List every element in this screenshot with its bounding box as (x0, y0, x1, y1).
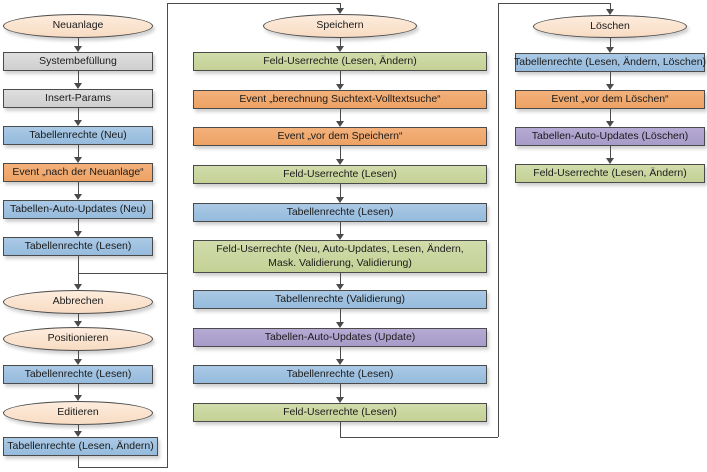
arrow-line (340, 384, 341, 397)
arrow-line (78, 384, 79, 395)
arrowhead-down-icon (336, 284, 344, 290)
node-systembefuellung: Systembefüllung (3, 52, 153, 71)
node-loeschen: Löschen (533, 15, 687, 38)
connector-middle-to-right-v1 (340, 422, 341, 437)
arrow-line (340, 109, 341, 121)
connector-left-to-middle-h (78, 273, 167, 274)
arrow-line (340, 309, 341, 322)
arrow-line (340, 38, 341, 46)
arrow-line (340, 273, 341, 284)
arrowhead-down-icon (336, 322, 344, 328)
node-positionieren: Positionieren (3, 327, 153, 351)
arrowhead-down-icon (336, 359, 344, 365)
arrowhead-down-icon (336, 84, 344, 90)
arrow-line (340, 222, 341, 234)
arrowhead-down-icon (606, 84, 614, 90)
node-tabellen-auto-updates-loeschen: Tabellen-Auto-Updates (Löschen) (515, 127, 705, 146)
arrowhead-down-icon (606, 9, 614, 15)
arrowhead-down-icon (336, 46, 344, 52)
connector-middle-to-right-v2 (498, 3, 499, 437)
arrow-line (78, 351, 79, 359)
arrowhead-down-icon (74, 359, 82, 365)
node-tabellenrechte-lesen-4: Tabellenrechte (Lesen) (193, 365, 487, 384)
arrowhead-down-icon (74, 157, 82, 163)
arrowhead-down-icon (336, 234, 344, 240)
node-tabellenrechte-lesen-3: Tabellenrechte (Lesen) (193, 203, 487, 222)
node-feld-userrechte-lesen-aendern-2: Feld-Userrechte (Lesen, Ändern) (515, 164, 705, 183)
node-tabellenrechte-lesen-1: Tabellenrechte (Lesen) (3, 237, 153, 256)
arrow-line (78, 182, 79, 194)
connector-left-bottom-h (78, 467, 167, 468)
node-tabellen-auto-updates-neu: Tabellen-Auto-Updates (Neu) (3, 200, 153, 219)
arrowhead-down-icon (74, 431, 82, 437)
node-insert-params: Insert-Params (3, 89, 153, 108)
node-abbrechen: Abbrechen (3, 290, 153, 314)
arrowhead-down-icon (74, 46, 82, 52)
arrow-line (340, 3, 341, 8)
arrow-line (78, 38, 79, 46)
arrowhead-down-icon (336, 397, 344, 403)
node-feld-userrechte-voll: Feld-Userrechte (Neu, Auto-Updates, Lese… (193, 240, 487, 273)
arrowhead-down-icon (74, 231, 82, 237)
arrowhead-down-icon (606, 47, 614, 53)
arrowhead-down-icon (74, 120, 82, 126)
node-tabellenrechte-neu: Tabellenrechte (Neu) (3, 126, 153, 145)
arrowhead-down-icon (606, 121, 614, 127)
connector-left-to-middle-v (167, 3, 168, 468)
node-feld-userrechte-lesen-2: Feld-Userrechte (Lesen) (193, 403, 487, 422)
node-event-nach-der-neuanlage: Event „nach der Neuanlage“ (3, 163, 153, 182)
arrowhead-down-icon (74, 194, 82, 200)
node-event-berechnung-suchtext: Event „berechnung Suchtext-Volltextsuche… (193, 90, 487, 109)
arrowhead-down-icon (336, 8, 344, 14)
arrowhead-down-icon (606, 158, 614, 164)
arrow-line (340, 71, 341, 84)
connector-left-bottom-v (78, 456, 79, 468)
node-tabellenrechte-lesen-aendern-loeschen: Tabellenrechte (Lesen, Ändern, Löschen) (514, 53, 706, 72)
node-editieren: Editieren (3, 401, 153, 425)
arrowhead-down-icon (74, 284, 82, 290)
arrowhead-down-icon (336, 159, 344, 165)
arrow-line (78, 425, 79, 431)
node-event-vor-dem-speichern: Event „vor dem Speichern“ (193, 127, 487, 146)
arrow-line (610, 38, 611, 47)
arrow-line (610, 72, 611, 84)
connector-middle-to-right-top-h (498, 3, 610, 4)
node-tabellen-auto-updates-update: Tabellen-Auto-Updates (Update) (193, 328, 487, 347)
arrow-line (340, 347, 341, 359)
arrowhead-down-icon (74, 395, 82, 401)
node-tabellenrechte-lesen-2: Tabellenrechte (Lesen) (3, 365, 153, 384)
node-event-vor-dem-loeschen: Event „vor dem Löschen“ (515, 90, 705, 109)
arrowhead-down-icon (74, 83, 82, 89)
arrow-line (610, 3, 611, 9)
arrow-line (78, 145, 79, 157)
arrow-line (78, 256, 79, 284)
arrow-line (610, 146, 611, 158)
node-tabellenrechte-validierung: Tabellenrechte (Validierung) (193, 290, 487, 309)
arrowhead-down-icon (336, 197, 344, 203)
arrow-line (78, 108, 79, 120)
arrow-line (610, 109, 611, 121)
connector-middle-to-right-h1 (340, 437, 498, 438)
node-feld-userrechte-lesen-1: Feld-Userrechte (Lesen) (193, 165, 487, 184)
node-feld-userrechte-lesen-aendern: Feld-Userrechte (Lesen, Ändern) (193, 52, 487, 71)
connector-left-to-middle-top-h (167, 3, 340, 4)
node-tabellenrechte-lesen-aendern: Tabellenrechte (Lesen, Ändern) (3, 437, 158, 456)
arrow-line (78, 219, 79, 231)
arrow-line (78, 314, 79, 321)
arrowhead-down-icon (336, 121, 344, 127)
arrow-line (340, 146, 341, 159)
arrow-line (78, 71, 79, 83)
arrowhead-down-icon (74, 321, 82, 327)
node-neuanlage: Neuanlage (3, 14, 153, 38)
arrow-line (340, 184, 341, 197)
node-speichern: Speichern (263, 14, 417, 38)
